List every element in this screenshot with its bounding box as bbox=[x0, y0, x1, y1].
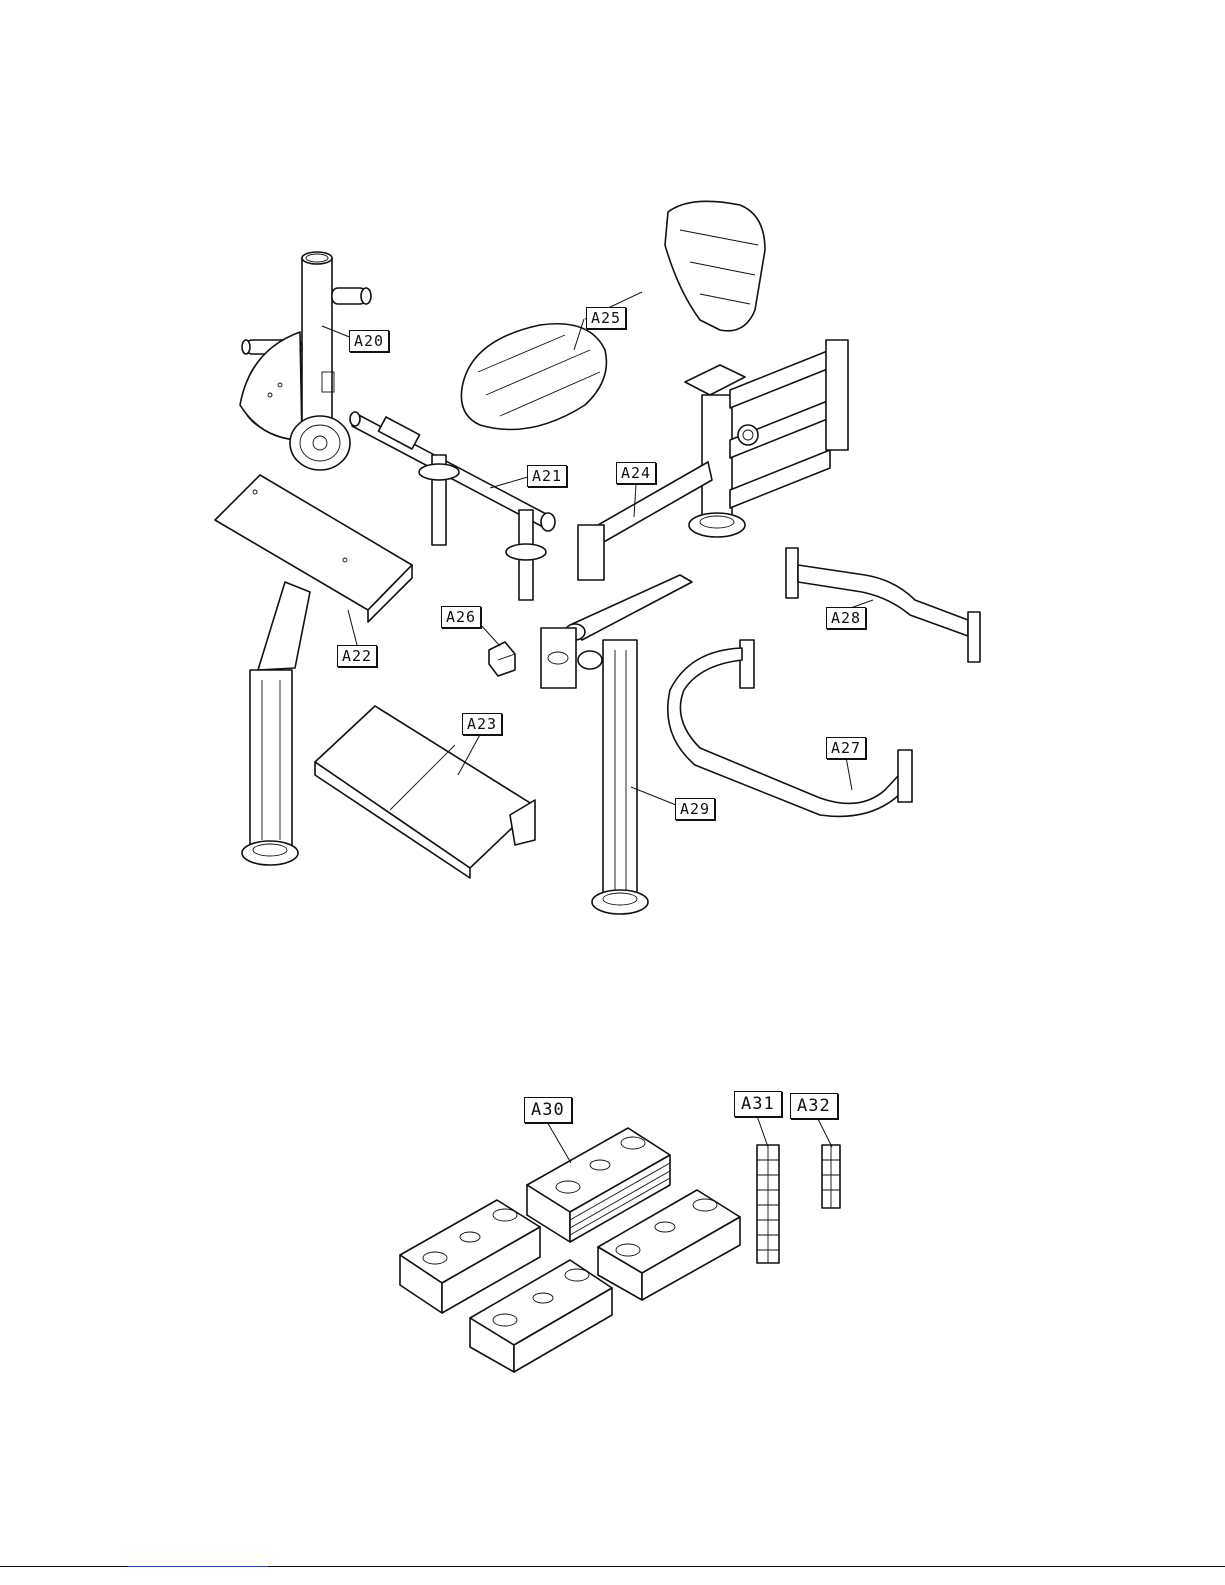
part-a20-pulley-column bbox=[240, 252, 371, 470]
part-a24-bracket-assembly bbox=[578, 340, 848, 580]
part-a28-handle bbox=[786, 548, 980, 662]
footer-link-underline[interactable] bbox=[128, 1566, 268, 1567]
part-a26-small-bracket bbox=[489, 642, 515, 676]
callout-a30: A30 bbox=[524, 1097, 572, 1123]
callout-a20: A20 bbox=[349, 330, 389, 352]
part-a27-u-handle bbox=[668, 640, 912, 816]
callout-a25: A25 bbox=[586, 307, 626, 329]
callout-a29: A29 bbox=[675, 798, 715, 820]
callout-a27: A27 bbox=[826, 737, 866, 759]
callout-a28: A28 bbox=[826, 607, 866, 629]
callout-a23: A23 bbox=[462, 713, 502, 735]
callout-a31: A31 bbox=[734, 1091, 782, 1117]
callout-a22: A22 bbox=[337, 645, 377, 667]
callout-a21: A21 bbox=[527, 465, 567, 487]
callout-a32: A32 bbox=[790, 1093, 838, 1119]
part-a32-strip bbox=[822, 1145, 840, 1208]
part-a29-upright bbox=[541, 575, 692, 914]
callout-a24: A24 bbox=[616, 462, 656, 484]
callout-a26: A26 bbox=[441, 606, 481, 628]
part-a31-strip bbox=[757, 1145, 779, 1263]
part-a30-weight-stacks bbox=[400, 1128, 740, 1372]
